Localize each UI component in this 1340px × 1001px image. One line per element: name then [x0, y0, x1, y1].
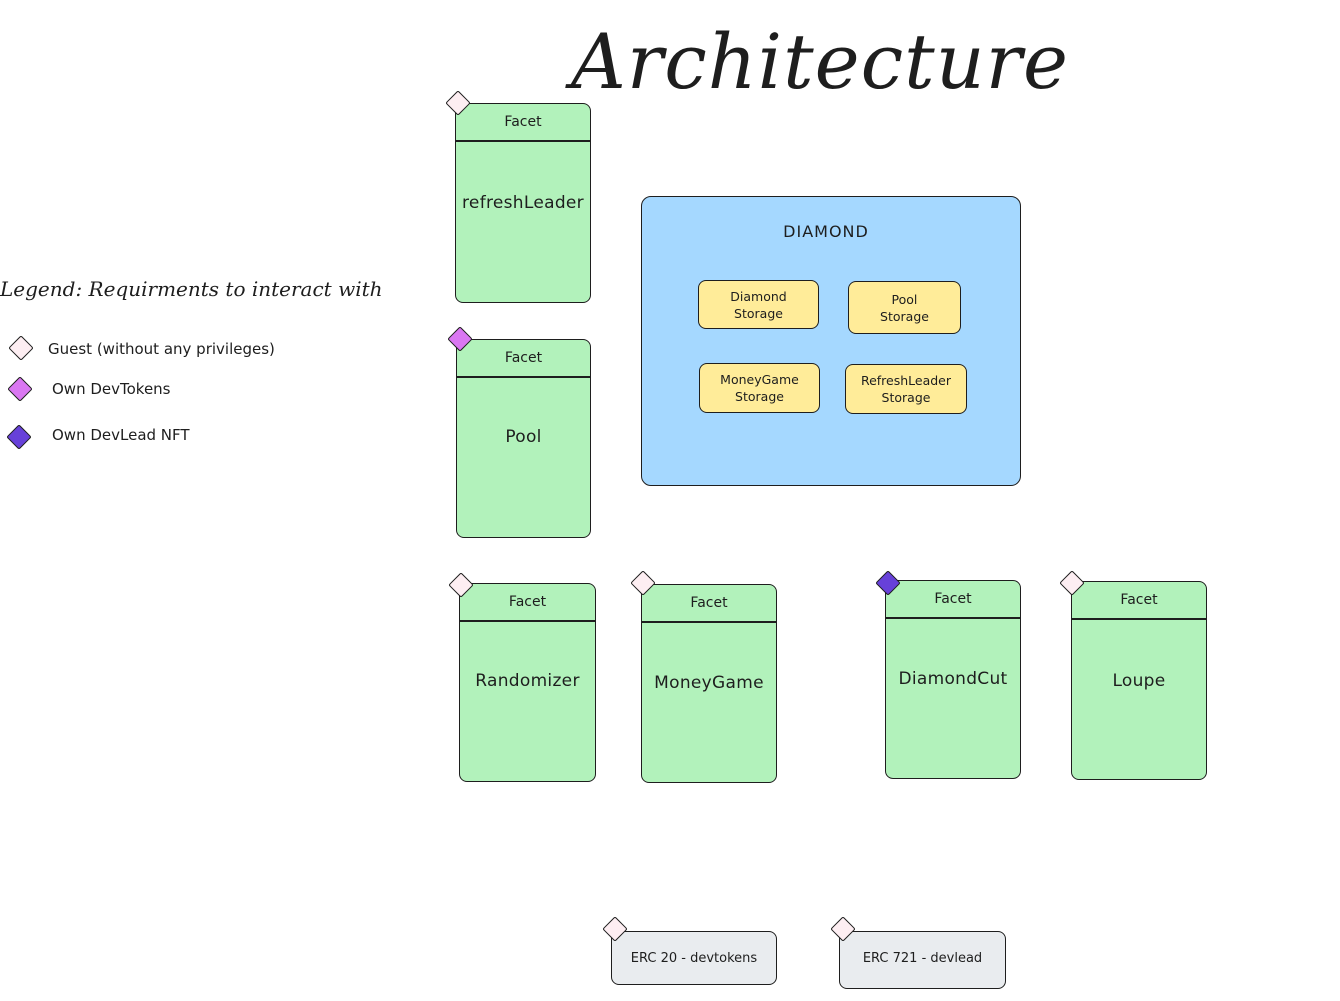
pool-storage: Pool Storage — [848, 281, 961, 334]
facet-name: DiamondCut — [898, 669, 1008, 689]
diagram-title: Architecture — [571, 17, 1069, 106]
facet-header: Facet — [456, 104, 590, 142]
diamond-label: DIAMOND — [783, 222, 869, 241]
facet-name: MoneyGame — [654, 673, 764, 693]
legend-label-devlead: Own DevLead NFT — [52, 426, 190, 444]
facet-header: Facet — [1072, 582, 1206, 620]
facet-randomizer: Facet Randomizer — [459, 583, 596, 782]
legend-devlead-diamond-icon — [6, 424, 32, 450]
legend-title: Legend: Requirments to interact with — [0, 277, 383, 301]
facet-money-game: Facet MoneyGame — [641, 584, 777, 783]
facet-name: Randomizer — [475, 671, 580, 691]
facet-header: Facet — [886, 581, 1020, 619]
facet-header: Facet — [460, 584, 595, 622]
legend-label-devtokens: Own DevTokens — [52, 380, 171, 398]
legend-label-guest: Guest (without any privileges) — [48, 340, 275, 358]
erc20-devtokens-token: ERC 20 - devtokens — [611, 931, 777, 985]
facet-loupe: Facet Loupe — [1071, 581, 1207, 780]
facet-header: Facet — [457, 340, 590, 378]
facet-name: Loupe — [1112, 671, 1166, 691]
facet-refresh-leader: Facet refreshLeader — [455, 103, 591, 303]
facet-pool: Facet Pool — [456, 339, 591, 538]
diamond-container — [641, 196, 1021, 486]
money-game-storage: MoneyGame Storage — [699, 363, 820, 413]
legend-guest-diamond-icon — [8, 335, 34, 361]
facet-header: Facet — [642, 585, 776, 623]
diamond-storage: Diamond Storage — [698, 280, 819, 329]
facet-name: Pool — [505, 427, 542, 447]
facet-name: refreshLeader — [462, 193, 584, 213]
erc721-devlead-token: ERC 721 - devlead — [839, 931, 1006, 989]
facet-diamond-cut: Facet DiamondCut — [885, 580, 1021, 779]
legend-devtokens-diamond-icon — [7, 376, 33, 402]
refresh-leader-storage: RefreshLeader Storage — [845, 364, 967, 414]
